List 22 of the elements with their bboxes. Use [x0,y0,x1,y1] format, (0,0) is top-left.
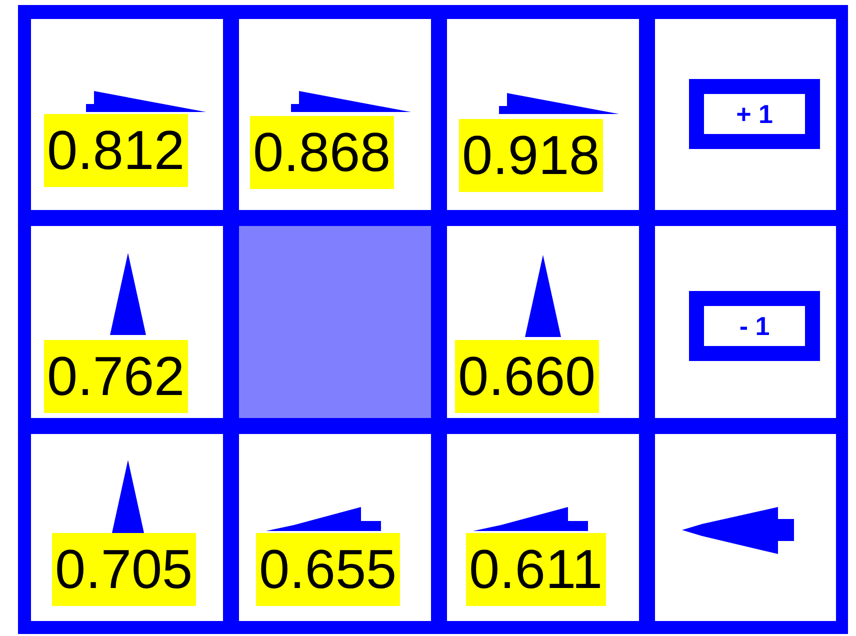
grid-cell [447,226,639,418]
terminal-reward-box: - 1 [689,291,820,361]
grid-cell [31,19,223,210]
grid-cell [239,19,431,210]
value-label: 0.660 [455,340,599,413]
value-label: 0.812 [44,114,188,187]
terminal-reward-box: + 1 [689,79,820,149]
value-label: 0.705 [52,533,196,606]
grid-cell [31,226,223,418]
grid-cell [447,19,639,210]
grid-cell [655,19,836,210]
grid-cell [31,434,223,621]
grid-cell [655,226,836,418]
grid-cell [239,434,431,621]
value-label: 0.868 [250,116,394,189]
value-label: 0.762 [44,340,188,413]
value-label: 0.918 [459,119,603,192]
value-label: 0.611 [466,533,606,606]
blocked-cell [239,226,431,418]
grid-cell [447,434,639,621]
grid-cell [655,434,836,621]
value-label: 0.655 [256,533,400,606]
